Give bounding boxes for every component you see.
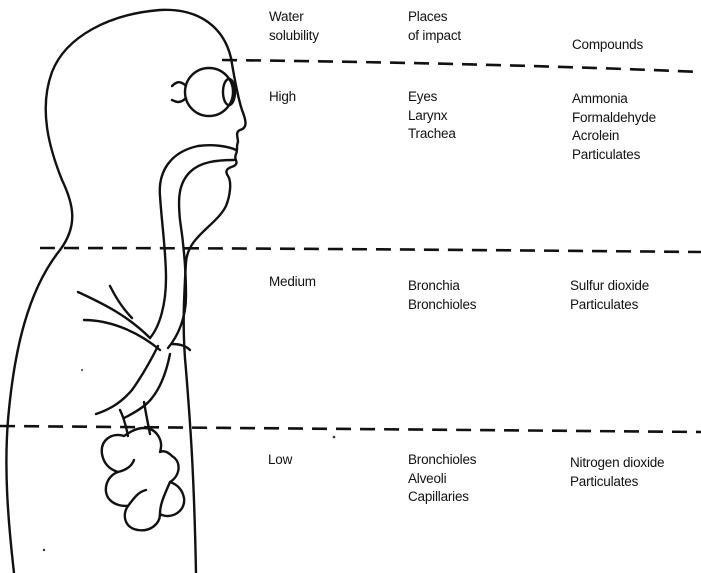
alveoli-inner-b	[128, 490, 146, 506]
compound-item: Formaldehyde	[572, 109, 656, 128]
bronchus-left-upper	[78, 292, 150, 338]
compound-item: Ammonia	[572, 90, 656, 109]
compounds-low: Nitrogen dioxide Particulates	[570, 454, 664, 491]
bronchus-main-left	[96, 346, 158, 414]
header-text: Water	[269, 8, 319, 27]
place-item: Eyes	[408, 88, 456, 107]
eye-nerve-lower	[172, 98, 186, 102]
header-text: Compounds	[572, 36, 643, 55]
place-item: Bronchioles	[408, 296, 476, 315]
header-places-of-impact: Places of impact	[408, 8, 461, 45]
compound-item: Acrolein	[572, 127, 656, 146]
eye-nerve-upper	[172, 82, 186, 86]
places-high: Eyes Larynx Trachea	[408, 88, 456, 144]
alveoli-inner-c	[160, 482, 170, 514]
solubility-level: Medium	[269, 273, 316, 292]
solubility-low: Low	[268, 451, 292, 470]
header-text: Places	[408, 8, 461, 27]
divider-medium	[40, 248, 701, 252]
divider-low	[0, 426, 701, 432]
place-item: Bronchioles	[408, 451, 476, 470]
alveoli-inner-a	[118, 460, 134, 472]
solubility-level: Low	[268, 451, 292, 470]
bronchus-main-right	[124, 354, 170, 418]
place-item: Larynx	[408, 107, 456, 126]
eye-ball	[185, 68, 233, 116]
compound-item: Nitrogen dioxide	[570, 454, 664, 473]
header-compounds: Compounds	[572, 36, 643, 55]
alveoli-cluster	[102, 428, 184, 530]
compound-item: Particulates	[570, 296, 649, 315]
bronchiole-right	[172, 344, 190, 350]
places-medium: Bronchia Bronchioles	[408, 277, 476, 314]
header-text: of impact	[408, 27, 461, 46]
place-item: Capillaries	[408, 488, 476, 507]
speck	[81, 369, 83, 371]
compound-item: Particulates	[572, 146, 656, 165]
solubility-high: High	[269, 88, 296, 107]
compound-item: Particulates	[570, 473, 664, 492]
place-item: Trachea	[408, 125, 456, 144]
compounds-medium: Sulfur dioxide Particulates	[570, 277, 649, 314]
solubility-level: High	[269, 88, 296, 107]
places-low: Bronchioles Alveoli Capillaries	[408, 451, 476, 507]
bronchiole-left-branch	[110, 286, 132, 318]
divider-high	[222, 60, 701, 72]
place-item: Bronchia	[408, 277, 476, 296]
airway-inner	[168, 160, 234, 348]
compound-item: Sulfur dioxide	[570, 277, 649, 296]
solubility-medium: Medium	[269, 273, 316, 292]
speck	[43, 549, 45, 551]
speck	[333, 436, 336, 439]
header-text: solubility	[269, 27, 319, 46]
bronchiole-lower-a	[120, 410, 128, 436]
compounds-high: Ammonia Formaldehyde Acrolein Particulat…	[572, 90, 656, 164]
place-item: Alveoli	[408, 470, 476, 489]
body-outline	[6, 10, 245, 573]
header-water-solubility: Water solubility	[269, 8, 319, 45]
